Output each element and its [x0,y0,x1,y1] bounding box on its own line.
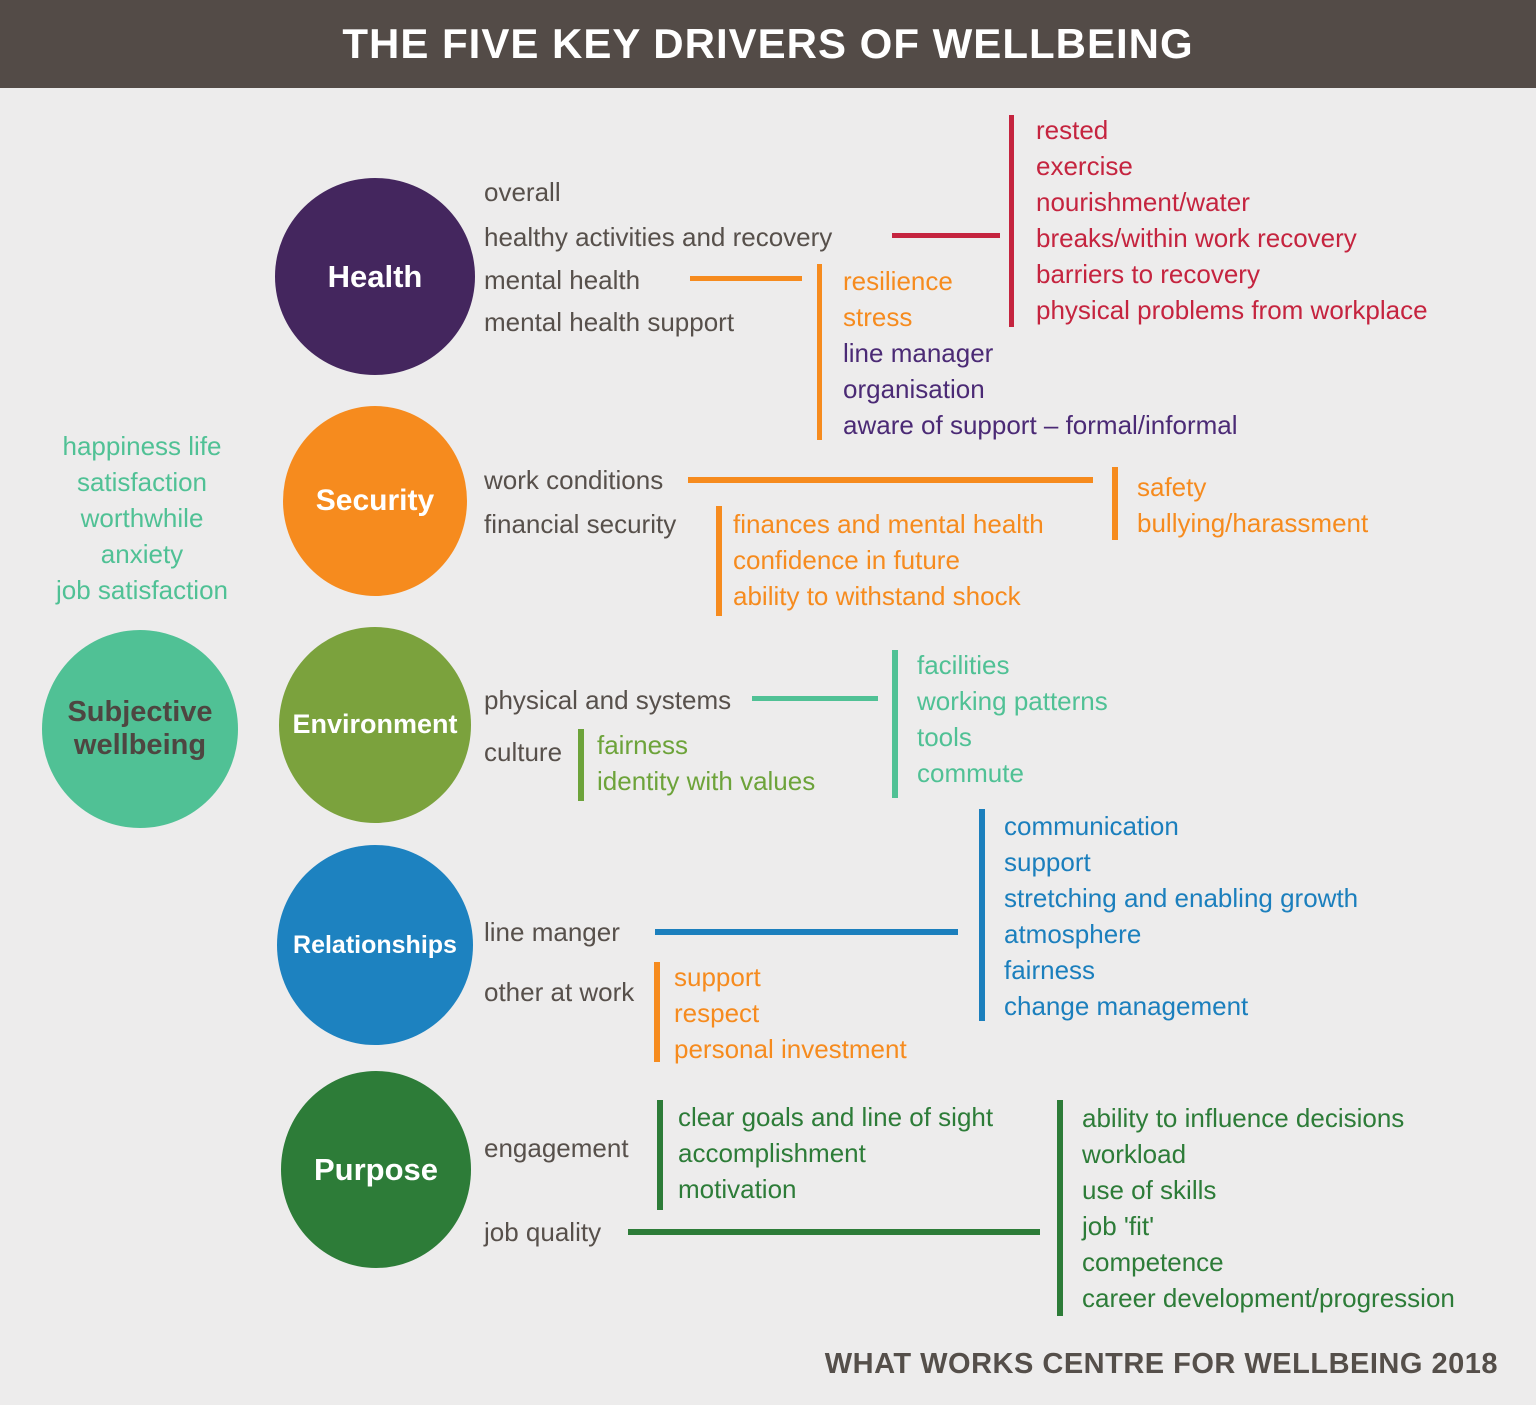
list-item: identity with values [597,766,816,796]
list-item: safety [1137,472,1207,502]
health-item-healthy-activities: healthy activities and recovery [484,222,833,252]
work-conditions-factors-list: safety bullying/harassment [1137,469,1368,541]
list-item: physical problems from workplace [1036,295,1428,325]
purpose-circle-label: Purpose [313,1151,439,1187]
list-item: respect [674,998,760,1028]
list-item: organisation [843,374,985,404]
list-item: resilience [843,266,953,296]
list-item: career development/progression [1082,1283,1455,1313]
mental-health-factors-list: resilience stress line manager organisat… [843,263,1238,443]
security-circle-label: Security [315,483,435,517]
connector-work-conditions-line [688,477,1093,483]
work-conditions-factors-bracket [1112,467,1118,540]
culture-factors-bracket [578,729,584,801]
line-manager-factors-list: communication support stretching and ena… [1004,808,1358,1024]
list-item: aware of support – formal/informal [843,410,1238,440]
list-item: finances and mental health [733,509,1044,539]
purpose-item-job-quality: job quality [484,1217,602,1247]
list-item: confidence in future [733,545,960,575]
list-item: line manager [843,338,994,368]
recovery-factors-bracket [1009,115,1014,327]
financial-factors-bracket [716,506,722,616]
list-item: competence [1082,1247,1224,1277]
relationships-item-line-manager: line manger [484,917,620,947]
others-factors-list: support respect personal investment [674,959,907,1067]
list-item: support [674,962,761,992]
list-item: bullying/harassment [1137,508,1369,538]
physical-factors-bracket [892,650,898,798]
relationships-circle-label: Relationships [293,930,457,959]
list-item: tools [917,722,972,752]
purpose-circle: Purpose [281,1071,471,1268]
engagement-factors-bracket [657,1100,663,1210]
list-item: personal investment [674,1034,907,1064]
connector-physical-systems-line [752,696,878,701]
mental-health-factors-bracket [817,264,822,440]
list-item: use of skills [1082,1175,1217,1205]
list-item: change management [1004,991,1249,1021]
health-item-overall: overall [484,177,561,207]
others-factors-bracket [654,962,660,1062]
security-circle: Security [283,406,467,596]
list-item: workload [1082,1139,1187,1169]
health-circle-label: Health [327,258,423,294]
list-item: atmosphere [1004,919,1142,949]
recovery-factors-list: rested exercise nourishment/water breaks… [1036,112,1428,328]
security-item-financial-security: financial security [484,509,677,539]
list-item: breaks/within work recovery [1036,223,1357,253]
environment-circle-label: Environment [292,709,458,740]
list-item: job 'fit' [1082,1211,1155,1241]
connector-line-manager-line [655,929,958,935]
list-item: facilities [917,650,1010,680]
financial-factors-list: finances and mental health confidence in… [733,506,1044,614]
list-item: barriers to recovery [1036,259,1260,289]
environment-circle: Environment [279,627,471,823]
list-item: exercise [1036,151,1133,181]
list-item: ability to withstand shock [733,581,1021,611]
engagement-factors-list: clear goals and line of sight accomplish… [678,1099,993,1207]
list-item: stress [843,302,913,332]
health-item-mental-health-support: mental health support [484,307,735,337]
line-manager-factors-bracket [979,809,985,1021]
subjective-wellbeing-label: Subjective wellbeing [67,695,213,761]
relationships-item-other-at-work: other at work [484,977,635,1007]
page-title: THE FIVE KEY DRIVERS OF WELLBEING [342,20,1194,67]
list-item: rested [1036,115,1109,145]
list-item: commute [917,758,1024,788]
measure-item: worthwhile [80,503,204,533]
list-item: accomplishment [678,1138,866,1168]
environment-item-physical-systems: physical and systems [484,685,732,715]
list-item: stretching and enabling growth [1004,883,1359,913]
subjective-wellbeing-circle: Subjective wellbeing [42,630,238,828]
connector-healthy-activities-line [892,233,1000,238]
connector-job-quality-line [628,1229,1040,1235]
list-item: fairness [597,730,689,760]
list-item: motivation [678,1174,797,1204]
purpose-item-engagement: engagement [484,1133,629,1163]
list-item: working patterns [917,686,1108,716]
health-circle: Health [275,178,475,375]
connector-mental-health-line [690,276,802,281]
measure-item: job satisfaction [56,575,228,605]
environment-item-culture: culture [484,737,563,767]
header-bar: THE FIVE KEY DRIVERS OF WELLBEING [0,0,1536,88]
measure-item: satisfaction [76,467,208,497]
health-item-mental-health: mental health [484,265,641,295]
list-item: nourishment/water [1036,187,1250,217]
relationships-circle: Relationships [277,845,473,1045]
culture-factors-list: fairness identity with values [597,727,815,799]
list-item: fairness [1004,955,1096,985]
measure-item: anxiety [100,539,184,569]
footer-credit: WHAT WORKS CENTRE FOR WELLBEING 2018 [824,1348,1498,1380]
security-item-work-conditions: work conditions [484,465,664,495]
physical-factors-list: facilities working patterns tools commut… [917,647,1108,791]
job-quality-factors-list: ability to influence decisions workload … [1082,1100,1455,1316]
job-quality-factors-bracket [1057,1100,1063,1316]
list-item: support [1004,847,1091,877]
subjective-measures-list: happiness life satisfaction worthwhile a… [22,428,262,608]
measure-item: happiness life [62,431,222,461]
list-item: clear goals and line of sight [678,1102,994,1132]
list-item: communication [1004,811,1179,841]
list-item: ability to influence decisions [1082,1103,1405,1133]
